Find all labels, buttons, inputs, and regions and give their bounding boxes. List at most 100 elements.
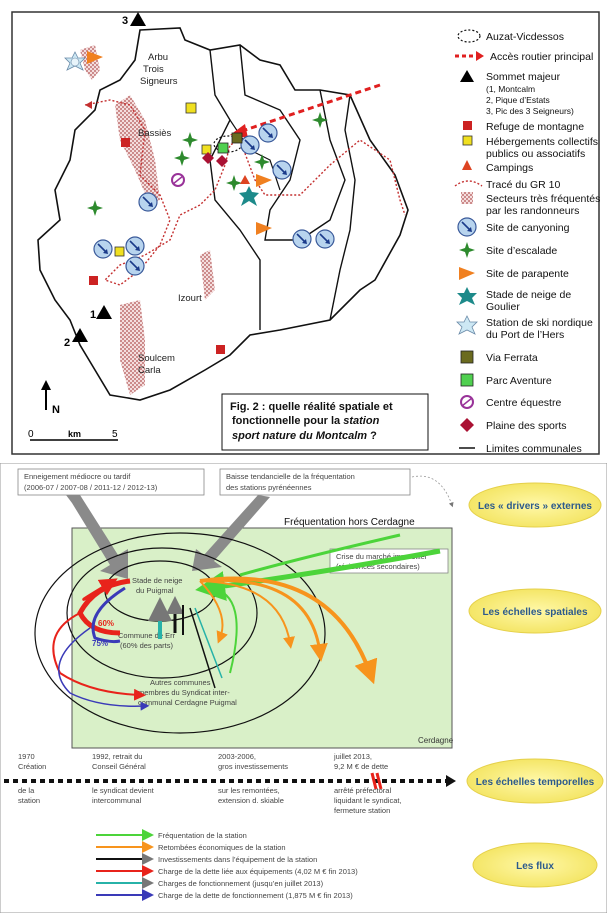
timeline-1970-line1: 1970 — [18, 752, 35, 761]
timeline-1992-line4: intercommunal — [92, 796, 142, 805]
refuge-icon — [89, 276, 98, 285]
enneigement-line1: Enneigement médiocre ou tardif — [24, 472, 131, 481]
timeline-arrow — [446, 775, 456, 787]
flow-dette-fonct-1 — [91, 586, 126, 644]
place-izourt: Izourt — [178, 293, 202, 304]
place-bassies: Bassiès — [138, 128, 172, 139]
timeline-event-1970: 1970 Création de la station — [18, 752, 46, 805]
commune-line2: (60% des parts) — [120, 641, 173, 650]
legend-limits: Limites communales — [486, 443, 582, 455]
flow-dette-fonct-2 — [58, 627, 150, 711]
canyon-icon — [138, 192, 158, 212]
flow-frequentation-1 — [195, 548, 441, 601]
stade-line2: du Puigmal — [136, 586, 174, 595]
legend-sectors: Secteurs très fréquentés — [486, 193, 600, 205]
heberg-icon — [201, 144, 212, 155]
crise-line1: Crise du marché immobilier — [336, 552, 428, 561]
diagram-panel: Cerdagne Enneigement médiocre ou tardif … — [0, 463, 607, 913]
escalade-icon — [182, 132, 198, 148]
box-baisse — [219, 468, 411, 496]
commune-line1: Commune de Err — [118, 631, 176, 640]
timeline-2003-line2: gros investissements — [218, 762, 288, 771]
flux-legend-5: Charges de fonctionnement (jusqu’en juil… — [158, 879, 324, 888]
ellipse-syndicat — [34, 532, 326, 734]
escalade-icon — [87, 200, 103, 216]
flow-retombees-1 — [199, 576, 378, 685]
caption-line2b: station — [343, 415, 379, 427]
timeline-2003-line4: extension d. skiable — [218, 796, 284, 805]
flow-fonctionnement-2 — [194, 607, 223, 679]
oval-spatiales-label: Les échelles spatiales — [482, 607, 588, 618]
flow-frequentation-3 — [209, 587, 238, 674]
timeline-2013-line2: 9,2 M € de dette — [334, 762, 388, 771]
legend-sectors-2: par les randonneurs — [486, 205, 579, 217]
north-arrow-head — [41, 380, 51, 390]
flow-dette-3 — [82, 578, 118, 601]
refuge-icon — [216, 345, 225, 354]
caption-line2a: fonctionnelle pour la — [232, 415, 343, 427]
legend-plaine: Plaine des sports — [486, 420, 567, 432]
summit-3-icon — [130, 12, 146, 26]
oval-spatiales-shape — [468, 588, 602, 634]
baisse-line2: des stations pyrénéennes — [226, 483, 312, 492]
communal-limit-1 — [209, 49, 261, 330]
legend-equestre: Centre équestre — [486, 397, 561, 409]
escalade-icon — [226, 175, 242, 191]
oval-spatiales: Les échelles spatiales — [468, 588, 602, 634]
main-road — [244, 83, 381, 132]
canyon-icon — [315, 229, 335, 249]
autres-line1: Autres communes — [150, 678, 211, 687]
oval-temporelles: Les échelles temporelles — [466, 758, 604, 804]
communal-limit-3 — [329, 94, 356, 321]
flux-legend: Fréquentation de la station Retombées éc… — [96, 829, 358, 901]
canyon-icon — [272, 160, 292, 180]
legend-nordic-2: du Port de l’Hers — [486, 329, 564, 341]
summit-3-label: 3 — [122, 15, 128, 27]
timeline-break-2 — [375, 772, 383, 790]
legend-aventure: Parc Aventure — [486, 375, 552, 387]
summit-1-label: 1 — [90, 309, 96, 321]
flux-legend-4: Charge de la dette liée aux équipements … — [158, 867, 358, 876]
legend-ferrata: Via Ferrata — [486, 352, 538, 364]
timeline-1992-line3: le syndicat devient — [92, 786, 155, 795]
legend-goulier-2: Goulier — [486, 301, 520, 313]
legend-summit-sub1: (1, Montcalm — [486, 84, 535, 94]
legend-summit: Sommet majeur — [486, 71, 561, 83]
flow-retombees-2 — [199, 578, 328, 662]
crise-line2: (résidences secondaires) — [336, 562, 420, 571]
caption-box — [221, 393, 429, 451]
gr10-arrow-start — [85, 101, 92, 109]
legend-nordic-icon — [456, 315, 478, 335]
sector-bassies — [115, 95, 160, 205]
ellipse-commune — [66, 547, 258, 679]
timeline-2013-line4: liquidant le syndicat, — [334, 796, 402, 805]
legend-heberg-icon — [462, 135, 473, 146]
legend-road: Accès routier principal — [490, 51, 593, 63]
legend-gr10-icon — [454, 180, 483, 187]
legend-heberg: Hébergements collectifs — [486, 136, 598, 148]
timeline-2013-line3: arrêté préfectoral — [334, 786, 391, 795]
escalade-icon — [174, 150, 190, 166]
canyon-icon — [240, 135, 260, 155]
legend-canyon-icon — [457, 217, 477, 237]
timeline-2003-line3: sur les remontées, — [218, 786, 280, 795]
equestre-icon-bar — [172, 175, 184, 185]
legend-gr10: Tracé du GR 10 — [486, 179, 560, 191]
oval-flux-label: Les flux — [516, 861, 554, 872]
pct-75: 75% — [92, 639, 108, 648]
flux-legend-6: Charge de la dette de fonctionnement (1,… — [158, 891, 353, 900]
place-soulcem: Soulcem — [138, 353, 175, 364]
nordic-ski-icon — [64, 51, 86, 71]
flow-dette-2 — [52, 612, 146, 701]
communal-limit-2 — [239, 44, 346, 241]
heberg-icon — [185, 102, 197, 114]
camping-icon — [240, 175, 250, 184]
legend-parapente: Site de parapente — [486, 268, 569, 280]
oval-drivers-shape — [468, 482, 602, 528]
scale-unit: km — [68, 429, 81, 439]
timeline-1992-line1: 1992, retrait du — [92, 752, 142, 761]
timeline-1970-line4: station — [18, 796, 40, 805]
diagram-figure: Cerdagne Enneigement médiocre ou tardif … — [0, 463, 607, 913]
box-enneigement — [17, 468, 205, 496]
oval-flux-shape — [472, 842, 598, 888]
